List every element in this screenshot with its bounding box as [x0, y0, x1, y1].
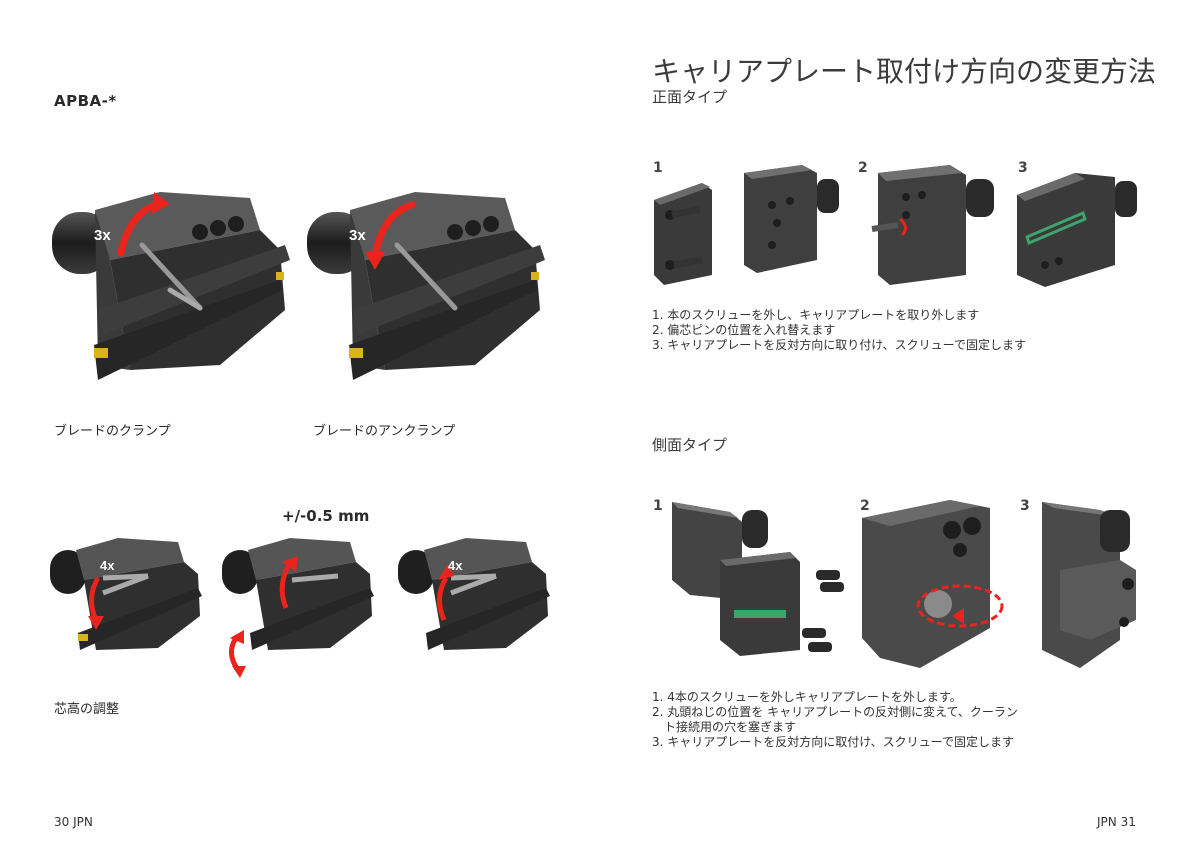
caption-blade-clamp: ブレードのクランプ: [54, 424, 171, 439]
side-step-text-2: 2. 丸頭ねじの位置を キャリアプレートの反対側に変えて、クーラン: [652, 705, 1018, 719]
front-step-3-illustration: [1017, 173, 1137, 287]
adjust-turns-badge-1: 4x: [100, 558, 115, 573]
side-step-3-illustration: [1042, 502, 1136, 668]
height-adjust-illustration-3: 4x: [398, 538, 550, 650]
height-tolerance: +/-0.5 mm: [282, 507, 370, 525]
side-step-2-illustration: [862, 500, 1004, 668]
front-type-heading: 正面タイプ: [652, 88, 728, 106]
adjust-turns-badge-3: 4x: [448, 558, 463, 573]
front-step-text-1: 1. 本のスクリューを外し、キャリアプレートを取り外します: [652, 308, 980, 322]
front-step-number-3: 3: [1018, 160, 1028, 176]
page-number-left: 30 JPN: [54, 815, 93, 829]
caption-height-adjust: 芯高の調整: [54, 702, 120, 717]
side-step-text-3: 3. キャリアプレートを反対方向に取付け、スクリューで固定します: [652, 735, 1014, 749]
front-step-text-3: 3. キャリアプレートを反対方向に取り付け、スクリューで固定します: [652, 338, 1026, 352]
side-step-number-2: 2: [860, 498, 870, 514]
side-step-number-1: 1: [653, 498, 663, 514]
clamp-turns-badge: 3x: [94, 227, 111, 244]
page-number-right: JPN 31: [1097, 815, 1136, 829]
caption-blade-unclamp: ブレードのアンクランプ: [313, 424, 456, 439]
blade-clamp-illustration: 3x: [52, 192, 290, 380]
front-step-2-illustration: [871, 165, 994, 285]
side-step-text-2-continued: ト接続用の穴を塞ぎます: [664, 720, 797, 734]
blade-unclamp-illustration: 3x: [307, 192, 545, 380]
side-step-1-illustration: [672, 502, 844, 656]
side-step-text-1: 1. 4本のスクリューを外しキャリアプレートを外します。: [652, 690, 962, 704]
page-title: キャリアプレート取付け方向の変更方法: [652, 55, 1157, 88]
unclamp-turns-badge: 3x: [349, 227, 366, 244]
front-step-1-illustration: [654, 165, 839, 285]
height-adjust-illustration-1: 4x: [50, 538, 202, 650]
front-type-steps: 1. 本のスクリューを外し、キャリアプレートを取り外します 2. 偏芯ピンの位置…: [652, 308, 1026, 353]
height-adjust-illustration-2: [222, 538, 374, 678]
front-step-number-1: 1: [653, 160, 663, 176]
side-type-steps: 1. 4本のスクリューを外しキャリアプレートを外します。 2. 丸頭ねじの位置を…: [652, 690, 1018, 750]
side-step-number-3: 3: [1020, 498, 1030, 514]
side-type-heading: 側面タイプ: [652, 436, 728, 454]
front-step-text-2: 2. 偏芯ピンの位置を入れ替えます: [652, 323, 836, 337]
model-code: APBA-*: [54, 92, 117, 110]
front-step-number-2: 2: [858, 160, 868, 176]
